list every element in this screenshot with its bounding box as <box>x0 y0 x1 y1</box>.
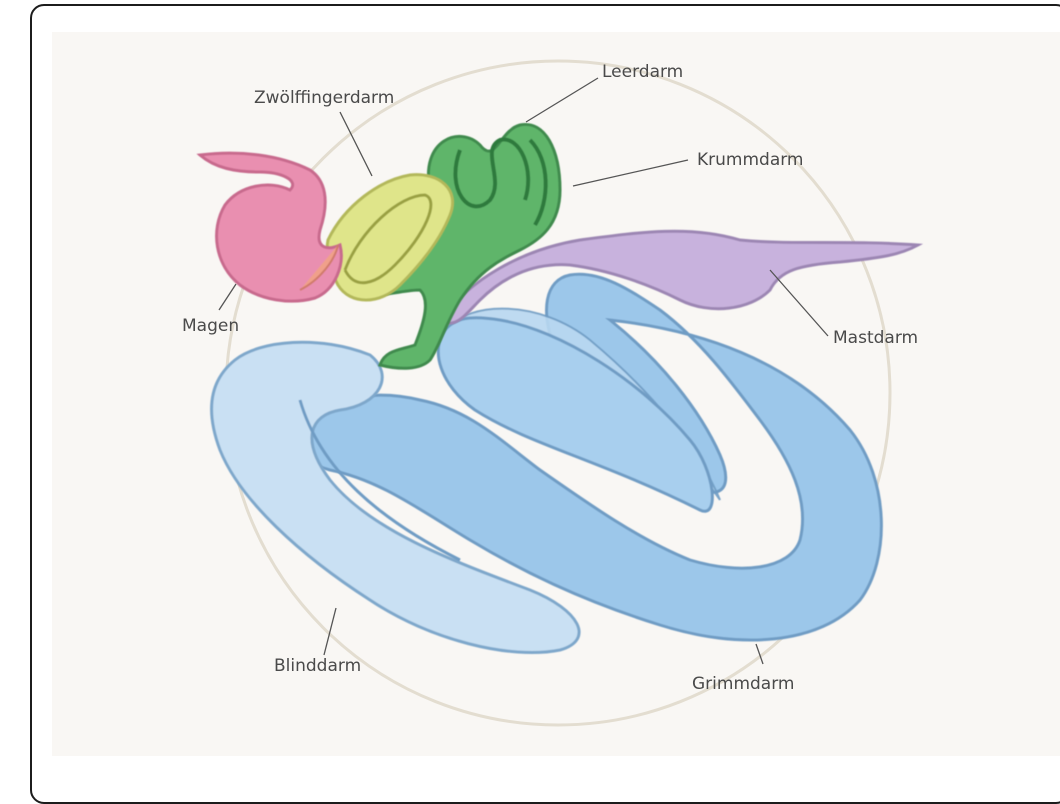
label-magen: Magen <box>182 316 239 336</box>
label-krummdarm: Krummdarm <box>697 150 804 170</box>
label-zwoelffingerdarm: Zwölffingerdarm <box>254 88 394 108</box>
label-blinddarm: Blinddarm <box>274 656 361 676</box>
leader-leerdarm <box>526 78 598 122</box>
magen-shape <box>200 153 341 301</box>
label-leerdarm: Leerdarm <box>602 62 683 82</box>
label-grimmdarm: Grimmdarm <box>692 674 794 694</box>
leader-krummdarm <box>573 160 688 186</box>
digestive-tract-diagram <box>0 0 1060 769</box>
leader-magen <box>219 284 236 310</box>
leader-mastdarm <box>770 270 828 336</box>
label-mastdarm: Mastdarm <box>833 328 918 348</box>
